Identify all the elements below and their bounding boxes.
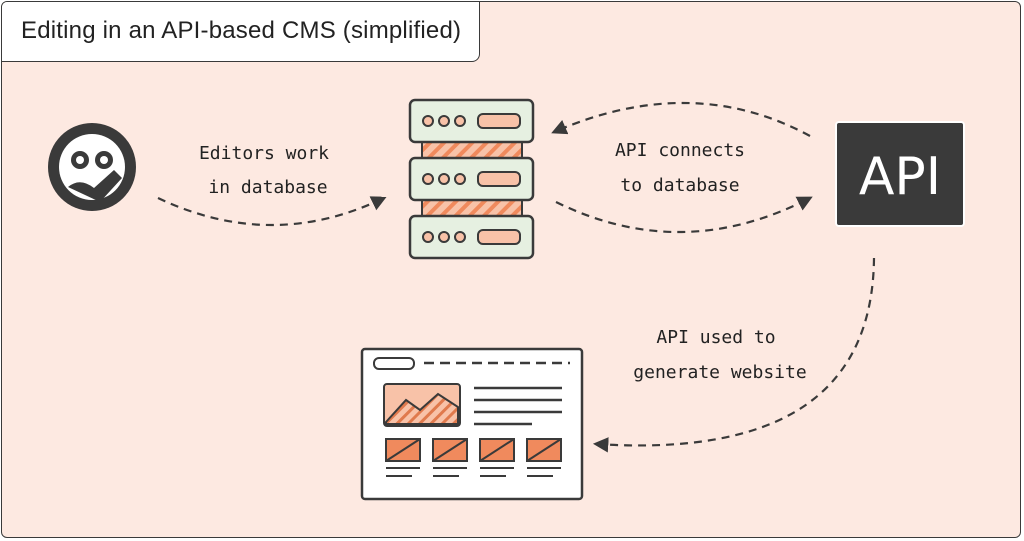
edge-label-editors-line2: in database xyxy=(208,177,327,198)
edge-label-api-used-line2: generate website xyxy=(633,362,806,383)
edge-label-api-used-line1: API used to xyxy=(656,327,775,348)
api-node: API xyxy=(835,121,965,227)
title-box: Editing in an API-based CMS (simplified) xyxy=(2,2,481,62)
server-stack-icon xyxy=(408,98,535,260)
diagram-title: Editing in an API-based CMS (simplified) xyxy=(21,17,462,44)
edge-label-api-connects-line1: API connects xyxy=(615,140,745,161)
edge-label-editors-line1: Editors work xyxy=(199,143,329,164)
arrow-editor-to-database xyxy=(157,196,387,227)
website-layout-icon xyxy=(360,347,584,501)
arrow-database-to-api-bottom xyxy=(555,196,813,234)
arrow-api-to-website xyxy=(592,257,876,453)
edge-label-api-connects-line2: to database xyxy=(620,175,739,196)
api-label: API xyxy=(859,147,941,207)
editor-face-icon xyxy=(48,123,136,211)
arrow-api-to-database-top xyxy=(551,101,811,137)
